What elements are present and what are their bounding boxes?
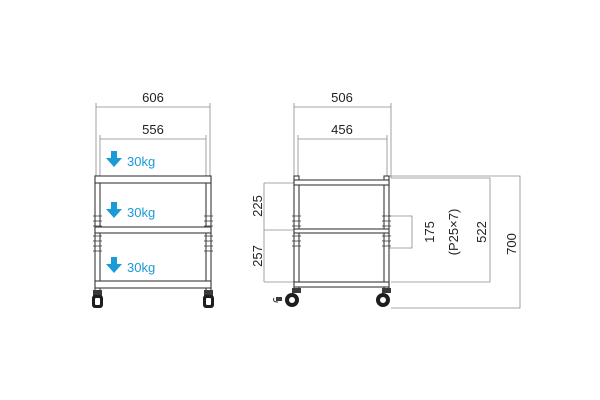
right-post — [205, 175, 212, 293]
inner-width-label: 556 — [142, 122, 164, 137]
overall-depth-label: 506 — [331, 90, 353, 105]
down-arrow-icon — [106, 202, 122, 218]
side-shelf-middle — [293, 228, 390, 234]
shelf-load-top: 30kg — [106, 151, 155, 169]
overall-width-dimension: 606 — [95, 90, 211, 178]
overall-width-label: 606 — [142, 90, 164, 105]
side-shelf-bottom — [293, 281, 390, 288]
side-right-caster — [376, 288, 391, 307]
shelf-load-middle-label: 30kg — [127, 205, 155, 220]
shelf-spacing-dimensions: 225 257 — [250, 182, 297, 283]
side-view: 506 456 225 257 175 (P2 — [250, 90, 521, 309]
shelf-bottom — [94, 280, 212, 289]
front-right-caster — [203, 290, 214, 308]
adjustable-pitch-label: (P25×7) — [446, 209, 461, 256]
total-height-label: 700 — [504, 233, 519, 255]
front-left-caster — [92, 290, 103, 308]
lower-spacing-label: 257 — [250, 245, 265, 267]
shelf-load-top-label: 30kg — [127, 154, 155, 169]
down-arrow-icon — [106, 257, 122, 273]
frame-height-label: 522 — [474, 221, 489, 243]
shelf-load-bottom: 30kg — [106, 257, 155, 275]
side-left-post-holes — [292, 215, 301, 247]
side-shelf-top — [293, 179, 390, 186]
shelf-top — [94, 175, 212, 184]
upper-spacing-label: 225 — [250, 195, 265, 217]
right-post-holes — [204, 215, 213, 252]
left-post — [94, 175, 101, 293]
shelf-middle — [94, 226, 212, 234]
adjustable-range-label: 175 — [422, 221, 437, 243]
side-frame — [273, 175, 391, 307]
side-right-post-holes — [382, 215, 391, 247]
shelf-load-bottom-label: 30kg — [127, 260, 155, 275]
inner-depth-label: 456 — [331, 122, 353, 137]
overall-depth-dimension: 506 — [293, 90, 392, 178]
inner-depth-dimension: 456 — [297, 122, 388, 178]
front-view: 606 556 — [92, 90, 214, 308]
left-post-holes — [93, 215, 102, 252]
height-dimensions: 175 (P25×7) 522 700 — [386, 175, 521, 309]
front-frame — [92, 175, 214, 308]
shelf-load-middle: 30kg — [106, 202, 155, 220]
side-left-caster — [273, 288, 301, 307]
down-arrow-icon — [106, 151, 122, 167]
inner-width-dimension: 556 — [99, 122, 207, 178]
